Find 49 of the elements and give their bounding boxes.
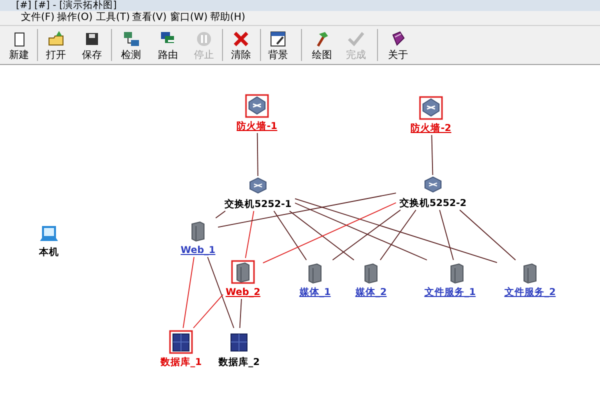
connector-line bbox=[332, 210, 401, 260]
connector-line bbox=[294, 202, 428, 260]
connector-line bbox=[294, 198, 498, 264]
toolbar-button: 保存 bbox=[75, 27, 109, 63]
node-label: 交换机5252-1 bbox=[224, 199, 292, 211]
node-label: 交换机5252-2 bbox=[398, 198, 468, 210]
toolbar-button: 背景 bbox=[261, 27, 295, 63]
toolbar-button: 打开 bbox=[39, 27, 73, 63]
toolbar-button: 完成 bbox=[339, 27, 373, 63]
connector-line bbox=[215, 210, 226, 218]
connector-line bbox=[380, 210, 416, 260]
node-label: 媒体_1 bbox=[298, 287, 332, 299]
connector-line bbox=[182, 256, 194, 328]
connector-line bbox=[256, 132, 258, 176]
toolbar-button: 关于 bbox=[381, 27, 415, 63]
toolbar-button: 新建 bbox=[2, 27, 36, 63]
toolbar-button: 检测 bbox=[114, 27, 148, 63]
menu-item: 窗口(W) bbox=[170, 12, 208, 24]
title-bar: [#] [#] - [演示拓朴图] bbox=[0, 0, 600, 11]
connector-line bbox=[207, 256, 234, 328]
menu-item: 帮助(H) bbox=[210, 12, 246, 24]
node-label: 本机 bbox=[38, 247, 60, 259]
menu-item: 文件(F) bbox=[21, 12, 55, 24]
connector-line bbox=[245, 210, 254, 258]
connector-line bbox=[192, 294, 224, 328]
connector-line bbox=[262, 202, 396, 264]
node-label: 文件服务_2 bbox=[503, 287, 557, 299]
toolbar-button: 绘图 bbox=[305, 27, 339, 63]
node-label: Web_1 bbox=[180, 245, 216, 257]
connector-line bbox=[239, 298, 242, 328]
connector-line bbox=[431, 134, 434, 176]
connector-line bbox=[439, 210, 454, 260]
toolbar-button: 停止 bbox=[187, 27, 221, 63]
connector-line bbox=[218, 192, 396, 228]
node-label: 文件服务_1 bbox=[423, 287, 477, 299]
toolbar-button: 路由 bbox=[151, 27, 185, 63]
connector-line bbox=[459, 210, 516, 260]
menu-item: 操作(O) bbox=[57, 12, 93, 24]
menu-item: 查看(V) bbox=[132, 12, 167, 24]
toolbar-button: 清除 bbox=[224, 27, 258, 63]
node-label: 防火墙-1 bbox=[236, 121, 278, 133]
node-label: 防火墙-2 bbox=[410, 123, 452, 135]
node-label: Web_2 bbox=[224, 287, 262, 299]
connector-line bbox=[289, 210, 354, 260]
node-label: 数据库_1 bbox=[159, 357, 203, 369]
node-label: 数据库_2 bbox=[217, 357, 261, 369]
menu-item: 工具(T) bbox=[96, 12, 130, 24]
connector-line bbox=[273, 210, 307, 260]
node-label: 媒体_2 bbox=[354, 287, 388, 299]
